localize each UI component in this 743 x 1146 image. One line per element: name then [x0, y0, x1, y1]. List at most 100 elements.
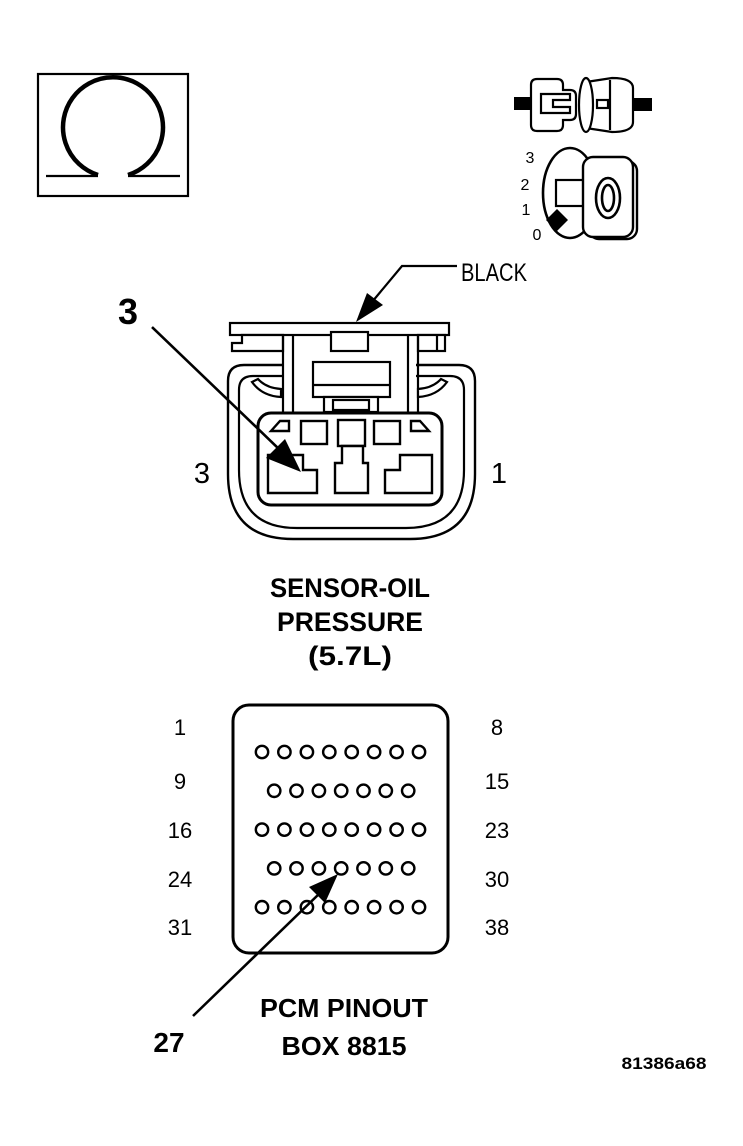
- pcm-pin-19: [321, 822, 337, 837]
- upper-slot-right: [372, 419, 402, 446]
- pcm-row3-right-label: 23: [485, 818, 509, 843]
- pin-27-callout: 27: [153, 874, 338, 1058]
- wire-stub-right: [633, 98, 652, 111]
- pcm-pin-9: [266, 783, 282, 799]
- pcm-pin-4: [321, 744, 337, 760]
- pcm-pin-17: [276, 822, 292, 837]
- pcm-pin-21: [366, 822, 382, 837]
- shell-wing-right: [416, 377, 449, 399]
- pcm-pin-34: [321, 899, 337, 915]
- connector-caption-line2: PRESSURE: [277, 607, 423, 637]
- pcm-pin-22: [389, 822, 404, 837]
- dial-plate: [581, 155, 635, 239]
- black-leader-line: [371, 264, 457, 303]
- terminal-pair-icon: [514, 76, 652, 134]
- dial-number-0: 0: [533, 227, 542, 244]
- dial-marker-diamond: [546, 209, 568, 231]
- dial-hole-outer: [594, 176, 622, 220]
- pcm-pin-3: [299, 744, 315, 760]
- pcm-row3-left-label: 16: [168, 818, 192, 843]
- dial-number-2: 2: [521, 177, 530, 194]
- pcm-pin-12: [333, 783, 349, 799]
- pcm-pin-32: [276, 899, 292, 915]
- pcm-row2-left-label: 9: [174, 769, 186, 794]
- pin27-callout-label: 27: [153, 1027, 184, 1058]
- pcm-pin-36: [366, 899, 382, 915]
- upper-slot-center: [336, 418, 367, 448]
- pcm-row5-right-label: 38: [485, 915, 509, 940]
- black-arrowhead-icon: [356, 293, 383, 322]
- pcm-caption: PCM PINOUT BOX 8815: [260, 993, 428, 1061]
- ohmmeter-symbol-icon: [36, 72, 190, 198]
- female-terminal-contact: [539, 92, 572, 115]
- pin3-arrowhead-icon: [266, 439, 301, 472]
- pcm-pinout-drawing: 1 9 16 24 31 8 15 23 30 38: [168, 703, 509, 955]
- polarization-wedge-right: [409, 419, 432, 433]
- wire-stub-left: [514, 97, 533, 110]
- pcm-pin-7: [389, 744, 404, 760]
- figure-code: 81386a68: [622, 1054, 707, 1073]
- cap-left-hanger: [230, 333, 285, 353]
- pcm-pin-27: [333, 861, 349, 876]
- connector-caption-line1: SENSOR-OIL: [270, 573, 430, 603]
- pin-3-callout: 3: [118, 291, 301, 472]
- pcm-pin-29: [378, 861, 394, 876]
- pcm-row4-right-label: 30: [485, 867, 509, 892]
- pcm-pin-8: [411, 744, 427, 760]
- pcm-pin-5: [344, 744, 360, 760]
- black-label: BLACK: [461, 259, 527, 287]
- pcm-row1-left-label: 1: [174, 715, 186, 740]
- pcm-pin-35: [344, 899, 360, 915]
- pcm-pin-37: [389, 899, 404, 915]
- connector-right-pin-label: 1: [491, 458, 507, 490]
- pcm-pin-26: [311, 861, 327, 876]
- upper-slot-left: [299, 419, 329, 446]
- pcm-pin-24: [266, 861, 282, 876]
- connector-left-pin-label: 3: [194, 458, 210, 490]
- pcm-pin-20: [344, 822, 360, 837]
- pcm-caption-line2: BOX 8815: [282, 1031, 407, 1061]
- cap-right-hanger: [416, 333, 447, 353]
- pcm-row2-right-label: 15: [485, 769, 509, 794]
- male-terminal-face: [577, 76, 595, 134]
- pcm-pin-1: [254, 744, 270, 760]
- connector-caption-line3: (5.7L): [308, 641, 392, 671]
- shell-wing-left: [250, 377, 283, 399]
- polarization-wedge-left: [268, 419, 291, 433]
- pcm-row4-left-label: 24: [168, 867, 192, 892]
- pcm-caption-line1: PCM PINOUT: [260, 993, 428, 1023]
- pcm-pin-23: [411, 822, 427, 837]
- pcm-pin-6: [366, 744, 382, 760]
- pcm-pin-13: [356, 783, 371, 799]
- pcm-pin-14: [378, 783, 394, 799]
- pcm-pin-30: [400, 861, 416, 876]
- pin3-callout-label: 3: [118, 291, 138, 332]
- latch-foot-inner: [331, 398, 371, 412]
- pcm-row5-left-label: 31: [168, 915, 192, 940]
- pcm-row1-right-label: 8: [491, 715, 503, 740]
- pcm-pin-15: [400, 783, 416, 799]
- pcm-pin-31: [254, 899, 270, 915]
- cavity-pin-2: [333, 444, 370, 495]
- cavity-pin-1: [383, 453, 434, 495]
- pin27-leader-line: [192, 892, 321, 1017]
- dial-hole-inner: [600, 183, 616, 213]
- pcm-pin-18: [299, 822, 315, 837]
- pin3-leader-line: [151, 326, 280, 450]
- pcm-pin-11: [311, 783, 327, 799]
- pcm-pin-10: [289, 783, 304, 799]
- cavity-pin-3: [266, 453, 319, 495]
- pcm-box: [231, 703, 450, 955]
- pcm-pin-2: [276, 744, 292, 760]
- pcm-pin-38: [411, 899, 427, 915]
- omega-arc: [60, 75, 166, 178]
- pcm-pin-16: [254, 822, 270, 837]
- cavity-order-dial-icon: 3 2 1 0: [521, 146, 639, 244]
- black-wire-callout: BLACK: [356, 259, 527, 322]
- pcm-pin-28: [356, 861, 371, 876]
- pcm-pin-grid: [254, 744, 427, 915]
- connector-caption: SENSOR-OIL PRESSURE (5.7L): [270, 573, 430, 671]
- pin27-arrowhead-icon: [309, 874, 338, 903]
